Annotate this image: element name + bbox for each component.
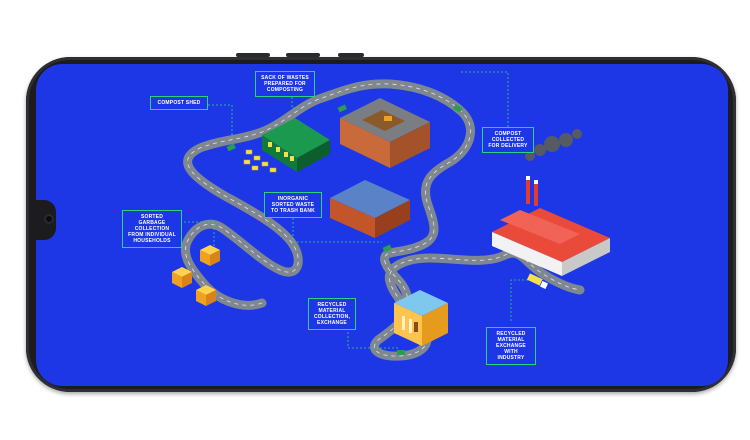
connector-inorganic xyxy=(292,214,382,243)
connector-sorted-garbage xyxy=(176,221,215,246)
compost-shed-building xyxy=(262,118,330,172)
compost-sacks xyxy=(243,149,277,173)
phone-button xyxy=(236,53,270,57)
factory-smoke xyxy=(525,129,582,161)
label-compost-shed: COMPOST SHED xyxy=(150,96,208,110)
label-recycled-collection: RECYCLED MATERIAL COLLECTION, EXCHANGE xyxy=(308,298,356,330)
factory-building xyxy=(492,129,610,276)
phone-button xyxy=(286,53,320,57)
connector-compost-shed xyxy=(208,104,233,138)
label-sack-of-wastes: SACK OF WASTES PREPARED FOR COMPOSTING xyxy=(255,71,315,97)
label-inorganic-waste: INORGANIC SORTED WASTE TO TRASH BANK xyxy=(264,192,322,218)
composting-warehouse xyxy=(340,98,430,168)
trucks xyxy=(226,104,548,355)
connector-recycled-exchange xyxy=(510,279,540,322)
label-recycled-exchange: RECYCLED MATERIAL EXCHANGE WITH INDUSTRY xyxy=(486,327,536,365)
connector-sack xyxy=(291,93,300,109)
household-garbage-cubes xyxy=(172,245,220,306)
phone-button xyxy=(338,53,364,57)
label-compost-collected: COMPOST COLLECTED FOR DELIVERY xyxy=(482,127,534,153)
trash-bank-building xyxy=(330,180,410,238)
connector-compost-collected xyxy=(461,71,509,128)
camera-lens xyxy=(44,214,54,224)
recycling-bank-building xyxy=(394,290,448,346)
label-sorted-garbage: SORTED GARBAGE COLLECTION FROM INDIVIDUA… xyxy=(122,210,182,248)
